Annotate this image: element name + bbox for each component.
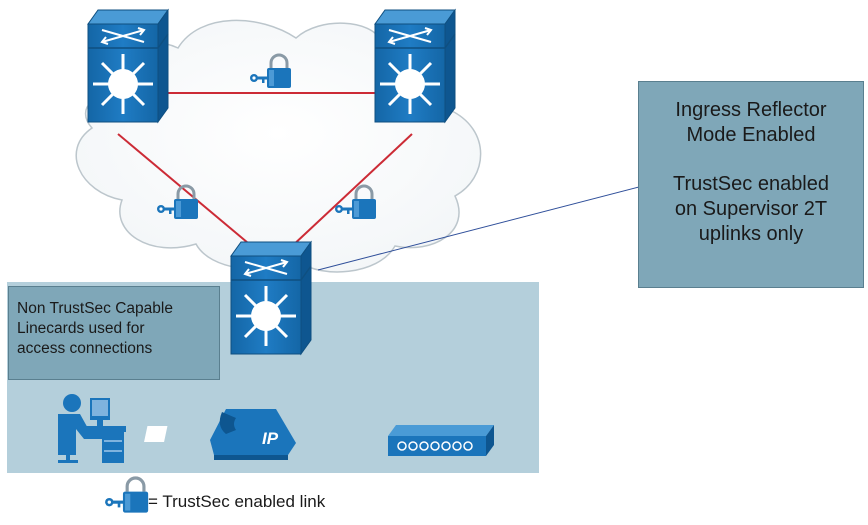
link-right [289,133,413,249]
callout-line: Ingress Reflector [675,99,827,121]
switch-top-right [373,8,457,124]
callout-line: access connections [17,340,153,357]
linecards-callout: Non TrustSec Capable Linecards used for … [8,286,220,380]
callout-line: Mode Enabled [686,124,816,146]
callout-line: uplinks only [698,223,804,245]
network-appliance-icon [388,425,494,456]
link-left [117,133,255,249]
ingress-reflector-callout: Ingress Reflector Mode Enabled TrustSec … [638,81,864,288]
legend-lock-key-icon [103,476,150,515]
callout-connector [317,186,640,271]
callout-line: Non TrustSec Capable [17,300,173,317]
callout-line: Linecards used for [17,320,145,337]
user-workstation-icon [58,394,126,463]
callout-line: on Supervisor 2T [674,198,828,220]
callout-line: TrustSec enabled [672,173,829,195]
trustsec-links [117,92,413,249]
legend-label: = TrustSec enabled link [148,492,326,511]
phone-ip-label: IP [262,429,279,448]
switch-bottom-access [229,240,313,356]
ip-phone-icon: IP [144,409,296,460]
switch-top-left [86,8,170,124]
